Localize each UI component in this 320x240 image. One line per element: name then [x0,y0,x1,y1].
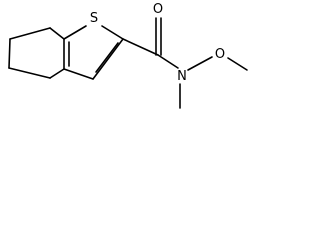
bond-c3-c2-outer [92,38,124,80]
bond-c7a-s [63,25,87,40]
atom-sulfur-label: S [90,11,98,26]
bond-cp-top [9,27,51,40]
bond-cp-left [8,38,11,69]
bond-fusion-top-to-c7a [49,27,65,40]
structure-canvas: S O N O [0,0,252,116]
atom-nitrogen-label: N [177,69,187,84]
bond-o-methyl [227,57,248,71]
bond-c2-carbonyl-c [122,38,159,56]
bond-cp-bottom [8,67,51,79]
bond-n-o [187,56,213,71]
chemical-structure: S O N O [8,2,248,109]
bond-carbonyl-c-n [157,54,179,69]
atom-methoxy-oxygen-label: O [215,47,225,62]
bond-c3a-c3 [63,68,94,80]
atom-carbonyl-oxygen-label: O [153,2,163,17]
bond-fusion-bottom-to-c3a [49,68,65,79]
bond-s-c2 [101,25,124,40]
bond-c3-c2-inner [95,42,119,73]
